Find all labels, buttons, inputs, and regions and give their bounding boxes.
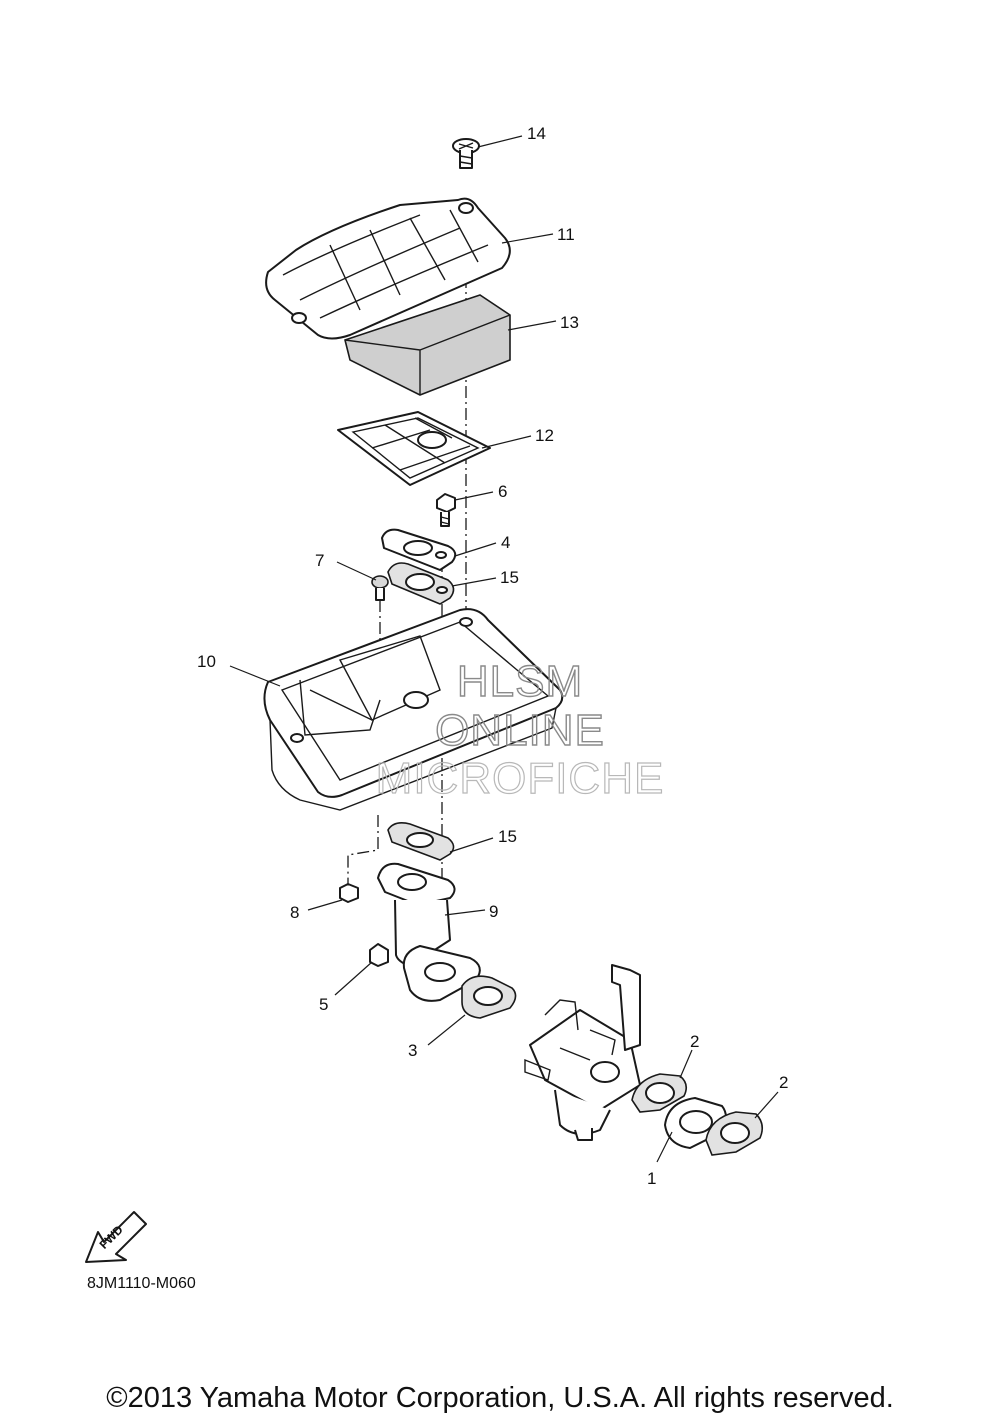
carburetor — [524, 964, 641, 1141]
callout-14: 14 — [527, 124, 546, 143]
gasket-part-3 — [461, 975, 517, 1019]
foam-element-part-13 — [344, 294, 511, 396]
callout-6: 6 — [498, 482, 507, 501]
callout-labels: 14 11 13 12 6 4 7 15 10 15 8 9 5 3 2 2 1 — [197, 124, 788, 1188]
callout-3: 3 — [408, 1041, 417, 1060]
air-cleaner-cover-part-11 — [265, 197, 511, 340]
callout-10: 10 — [197, 652, 216, 671]
bolt-part-6 — [436, 493, 456, 527]
copyright-notice: ©2013 Yamaha Motor Corporation, U.S.A. A… — [106, 1382, 894, 1414]
leader-lines — [229, 135, 779, 1163]
forward-arrow-icon: FWD — [85, 1211, 147, 1263]
gasket-part-2-left — [631, 1073, 688, 1113]
callout-1: 1 — [647, 1169, 656, 1188]
gasket-part-15-lower — [387, 822, 455, 861]
nut-part-8 — [339, 883, 359, 903]
air-cleaner-case-part-10 — [263, 608, 564, 811]
callout-15-lower: 15 — [498, 827, 517, 846]
callout-13: 13 — [560, 313, 579, 332]
watermark-line-1: HLSM — [457, 657, 583, 706]
plate-part-4 — [381, 528, 457, 571]
callout-11: 11 — [557, 225, 575, 244]
screw-part-14 — [452, 138, 480, 169]
diagram-code: 8JM1110-M060 — [87, 1275, 196, 1292]
screw-part-7 — [371, 575, 389, 601]
callout-2-left: 2 — [690, 1032, 699, 1051]
callout-8: 8 — [290, 903, 299, 922]
callout-4: 4 — [501, 533, 510, 552]
watermark-line-2: ONLINE — [435, 706, 605, 755]
nut-part-5 — [369, 943, 389, 967]
callout-2-right: 2 — [779, 1073, 788, 1092]
intake-elbow-part-9 — [377, 862, 481, 1002]
watermark-line-3: MICROFICHE — [376, 754, 665, 803]
gasket-part-15-upper — [387, 562, 455, 605]
callout-7: 7 — [315, 551, 324, 570]
watermark: HLSM ONLINE MICROFICHE — [375, 656, 665, 803]
gasket-part-2-right — [705, 1111, 764, 1156]
callout-9: 9 — [489, 902, 498, 921]
callout-12: 12 — [535, 426, 554, 445]
callout-5: 5 — [319, 995, 328, 1014]
callout-15-upper: 15 — [500, 568, 519, 587]
filter-grid-part-12 — [337, 411, 491, 486]
